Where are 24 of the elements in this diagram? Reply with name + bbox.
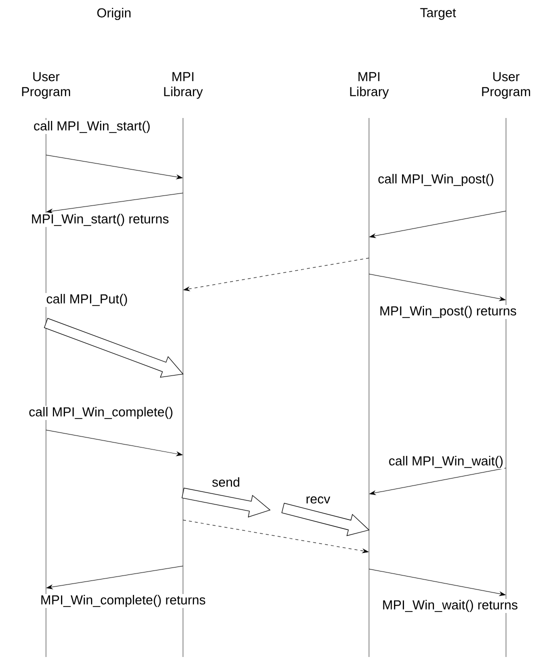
arrow: [46, 192, 184, 214]
edge-label: send: [210, 476, 242, 488]
arrow: [46, 154, 183, 180]
edge-label: recv: [304, 495, 332, 505]
edge-label: call MPI_Win_start(): [32, 120, 152, 134]
arrow: [182, 520, 369, 554]
header-label: Target: [420, 8, 456, 20]
arrow: [368, 568, 506, 596]
edge-label: call MPI_Win_post(): [376, 172, 496, 188]
edge-label: MPI_Win_start() returns: [30, 212, 170, 228]
arrow: [368, 274, 506, 301]
edge-label: call MPI_Win_wait(): [388, 454, 504, 470]
edge-label: call MPI_Put(): [45, 292, 129, 308]
arrow: [46, 430, 183, 456]
edge-label: call MPI_Win_complete(): [28, 406, 174, 420]
arrow: [183, 258, 370, 292]
edge-label: MPI_Win_complete() returns: [39, 594, 207, 608]
edge-label: MPI_Win_post() returns: [378, 304, 518, 320]
edge-label: MPI_Win_wait() returns: [381, 598, 519, 614]
block-arrow: [182, 488, 271, 518]
arrow: [369, 468, 506, 495]
arrow: [46, 566, 184, 590]
arrow: [369, 210, 506, 238]
header-label: Origin: [97, 8, 130, 20]
